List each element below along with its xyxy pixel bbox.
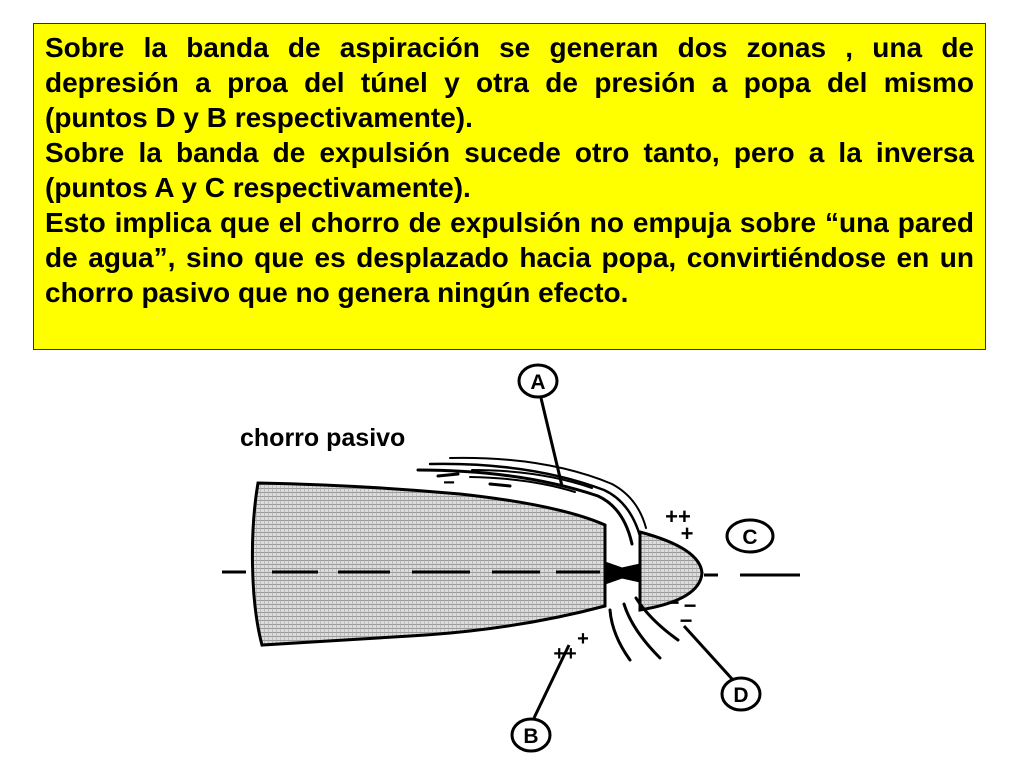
plus-signs-b-bottom: ++ <box>553 643 576 665</box>
paragraph-aspiration: Sobre la banda de aspiración se generan … <box>45 32 974 133</box>
centerline <box>222 570 800 577</box>
tunnel-body <box>250 481 607 647</box>
point-c-label: C <box>742 526 757 549</box>
minus-sign-a: − <box>443 472 455 494</box>
point-b-label: B <box>523 725 538 748</box>
minus-sign-d-2: − <box>684 593 697 618</box>
plus-signs-c-top: ++ <box>665 504 691 529</box>
propeller-shaft <box>604 561 641 585</box>
aspiration-flow-lines <box>608 596 680 662</box>
propeller-hub <box>638 530 704 612</box>
pressure-signs-c: ++ + <box>665 504 693 546</box>
paragraph-expulsion: Sobre la banda de expulsión sucede otro … <box>45 137 974 203</box>
minus-sign-d-1: − <box>667 590 680 615</box>
point-d-callout: D <box>682 624 762 712</box>
minus-sign-d-3: − <box>680 608 693 633</box>
plus-sign-b-top: + <box>577 628 589 650</box>
plus-sign-c-bottom: + <box>681 521 694 546</box>
point-d-label: D <box>733 684 748 707</box>
jet-label: chorro pasivo <box>240 424 405 452</box>
point-b-callout: B <box>510 644 571 753</box>
depression-signs: − − − − <box>443 472 696 633</box>
point-a-label: A <box>530 371 545 394</box>
tunnel-diagram: chorro pasivo A <box>222 363 800 753</box>
explanation-box: Sobre la banda de aspiración se generan … <box>33 23 986 350</box>
passive-jet-lines <box>416 456 647 546</box>
point-a-callout: A <box>517 363 564 487</box>
point-c-callout: C <box>725 518 775 554</box>
pressure-signs-b: + ++ <box>553 628 589 665</box>
paragraph-implication: Esto implica que el chorro de expulsión … <box>45 207 974 308</box>
